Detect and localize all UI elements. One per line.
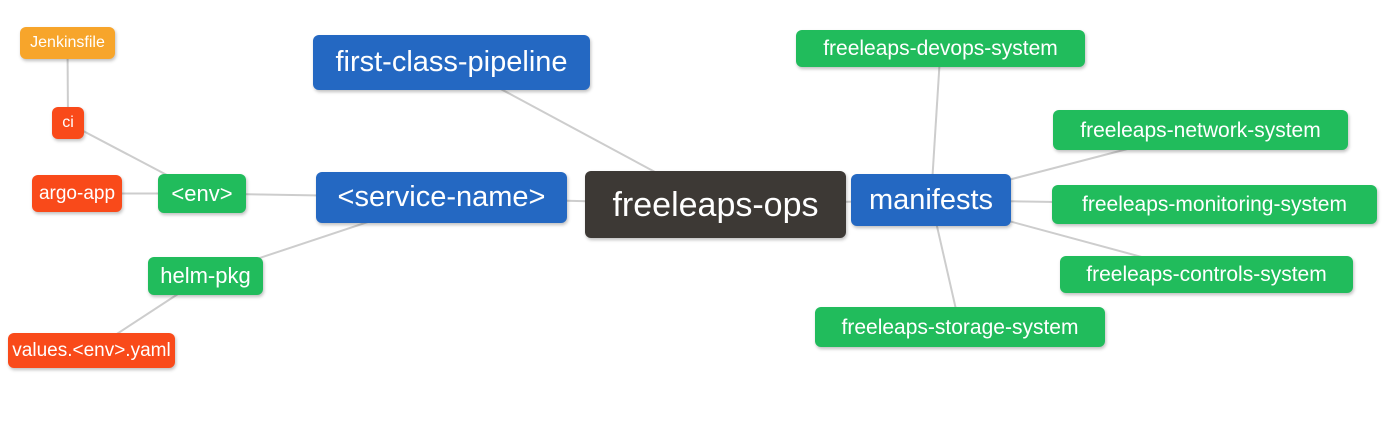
node-ci[interactable]: ci bbox=[52, 107, 84, 139]
node-values-env-yaml[interactable]: values.<env>.yaml bbox=[8, 333, 175, 368]
node-freeleaps-controls-system[interactable]: freeleaps-controls-system bbox=[1060, 256, 1353, 293]
node-env[interactable]: <env> bbox=[158, 174, 246, 213]
node-freeleaps-network-system[interactable]: freeleaps-network-system bbox=[1053, 110, 1348, 150]
node-helm-pkg[interactable]: helm-pkg bbox=[148, 257, 263, 295]
node-freeleaps-monitoring-system[interactable]: freeleaps-monitoring-system bbox=[1052, 185, 1377, 224]
node-freeleaps-devops-system[interactable]: freeleaps-devops-system bbox=[796, 30, 1085, 67]
node-freeleaps-ops[interactable]: freeleaps-ops bbox=[585, 171, 846, 238]
node-jenkinsfile[interactable]: Jenkinsfile bbox=[20, 27, 115, 59]
node-manifests[interactable]: manifests bbox=[851, 174, 1011, 226]
node-argo-app[interactable]: argo-app bbox=[32, 175, 122, 212]
node-service-name[interactable]: <service-name> bbox=[316, 172, 567, 223]
node-first-class-pipeline[interactable]: first-class-pipeline bbox=[313, 35, 590, 90]
node-freeleaps-storage-system[interactable]: freeleaps-storage-system bbox=[815, 307, 1105, 347]
